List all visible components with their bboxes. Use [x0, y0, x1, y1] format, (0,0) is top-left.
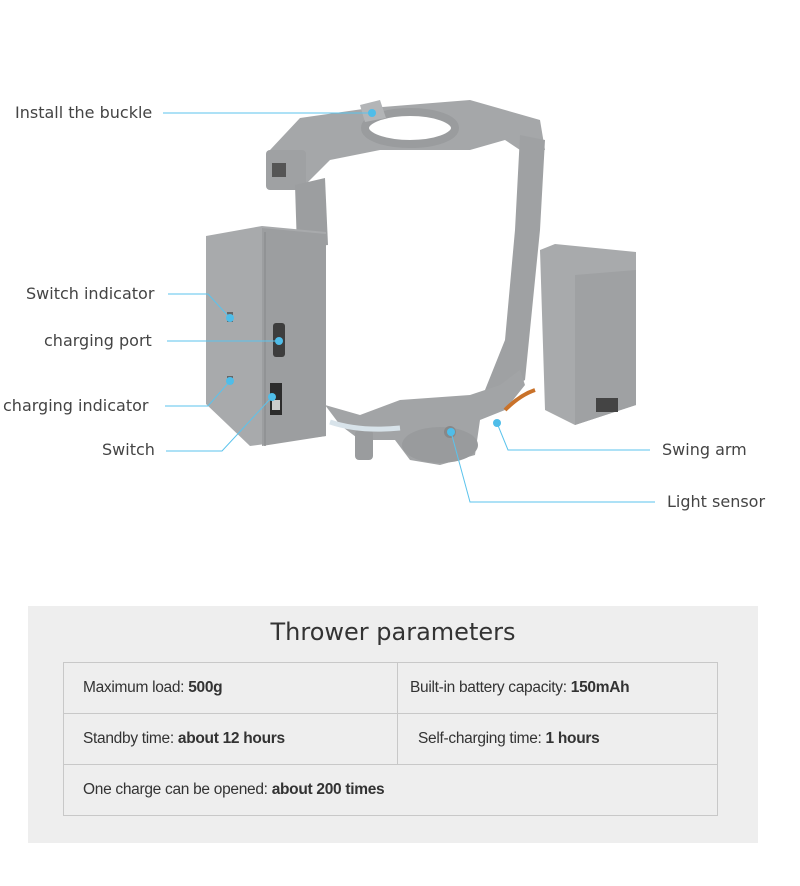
param-value: 500g — [188, 679, 223, 696]
callout-lines — [163, 112, 655, 503]
param-value: about 200 times — [271, 781, 385, 798]
param-label: Built-in battery capacity: — [410, 679, 571, 696]
table-row: Maximum load: 500g Built-in battery capa… — [63, 662, 718, 714]
callout-switch-indicator: Switch indicator — [26, 284, 155, 303]
param-label: Maximum load: — [83, 679, 189, 696]
param-label: Self-charging time: — [418, 730, 546, 747]
callout-light-sensor: Light sensor — [667, 492, 766, 511]
param-self-charging-time: Self-charging time: 1 hours — [397, 713, 718, 765]
callout-swing-arm: Swing arm — [662, 440, 747, 459]
callout-switch: Switch — [102, 440, 155, 459]
param-battery-capacity: Built-in battery capacity: 150mAh — [397, 662, 718, 714]
parameters-panel: Thrower parameters Maximum load: 500g Bu… — [28, 606, 758, 843]
table-row: One charge can be opened: about 200 time… — [63, 764, 718, 816]
parameters-title: Thrower parameters — [270, 618, 516, 646]
thrower-device-illustration — [206, 100, 636, 465]
device-diagram — [163, 100, 655, 503]
callout-install-buckle: Install the buckle — [15, 103, 153, 122]
callout-dots — [226, 109, 501, 436]
parameters-table: Maximum load: 500g Built-in battery capa… — [63, 662, 718, 816]
param-charge-openings: One charge can be opened: about 200 time… — [63, 764, 718, 816]
param-label: One charge can be opened: — [83, 781, 272, 798]
param-label: Standby time: — [83, 730, 178, 747]
callout-charging-indicator: charging indicator — [3, 396, 149, 415]
param-value: about 12 hours — [177, 730, 285, 747]
param-standby-time: Standby time: about 12 hours — [63, 713, 398, 765]
table-row: Standby time: about 12 hours Self-chargi… — [63, 713, 718, 765]
param-max-load: Maximum load: 500g — [63, 662, 398, 714]
param-value: 150mAh — [570, 679, 630, 696]
callout-charging-port: charging port — [44, 331, 152, 350]
param-value: 1 hours — [545, 730, 600, 747]
